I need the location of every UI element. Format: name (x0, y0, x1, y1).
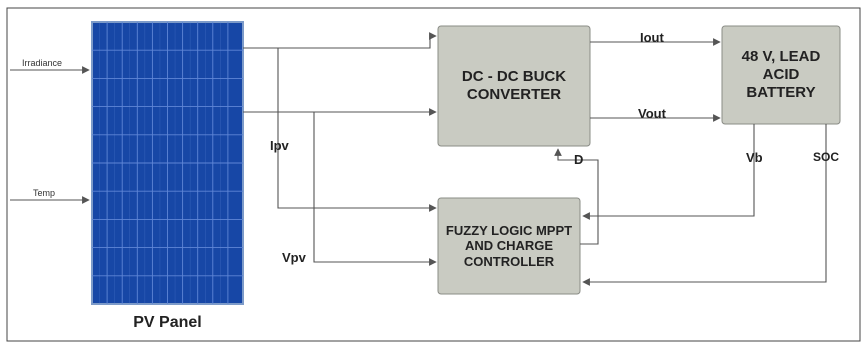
soc-line (583, 124, 826, 282)
vout-label: Vout (638, 106, 666, 121)
temp-label: Temp (33, 188, 55, 198)
vb-line (583, 124, 754, 216)
battery-label: 48 V, LEAD ACID BATTERY (728, 30, 834, 120)
pv-panel-caption: PV Panel (92, 312, 243, 334)
ipv-label: Ipv (270, 138, 289, 153)
pv-panel (92, 22, 243, 304)
soc-label: SOC (813, 150, 839, 164)
ipv-line (278, 48, 436, 208)
vb-label: Vb (746, 150, 763, 165)
d-label: D (574, 152, 583, 167)
vpv-line (314, 112, 436, 262)
irradiance-label: Irradiance (22, 58, 62, 68)
vpv-label: Vpv (282, 250, 306, 265)
pv-to-buck-line-1 (243, 36, 436, 48)
buck-converter-label: DC - DC BUCK CONVERTER (448, 50, 580, 122)
controller-label: FUZZY LOGIC MPPT AND CHARGE CONTROLLER (444, 204, 574, 288)
iout-label: Iout (640, 30, 664, 45)
